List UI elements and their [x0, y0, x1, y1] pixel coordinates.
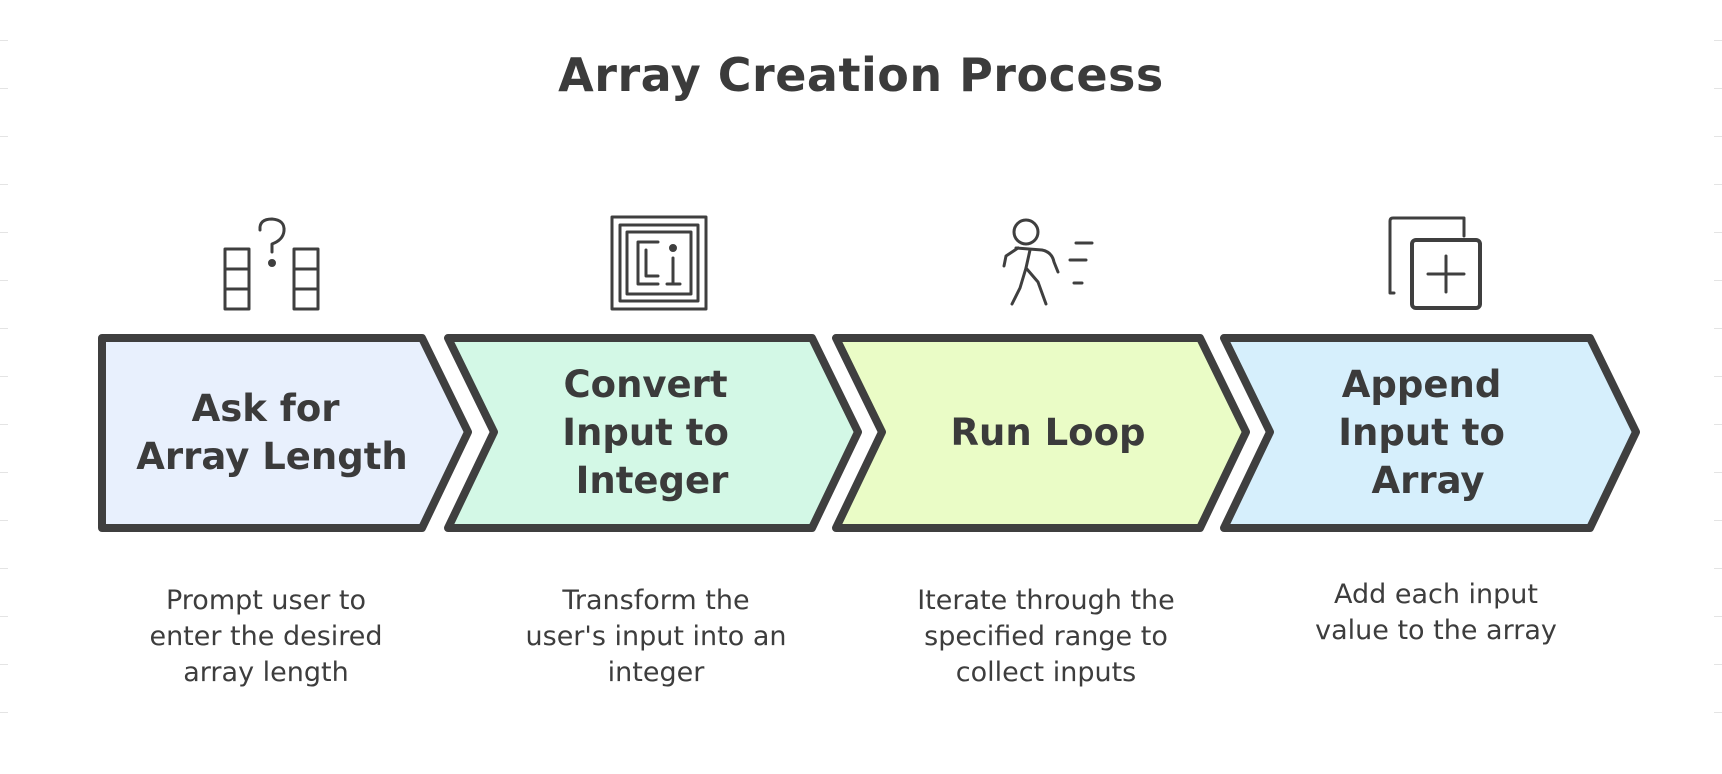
- step-4-label-line: Array: [1371, 459, 1484, 502]
- step-4-chevron: Append Input to Array: [1220, 334, 1640, 532]
- step-1-label: Ask for Array Length: [136, 387, 407, 478]
- step-3-description-line: specified range to: [924, 621, 1168, 652]
- step-1-chevron: Ask for Array Length: [98, 334, 472, 532]
- running-person-icon: [1002, 218, 1094, 306]
- step-1-description-line: Prompt user to: [165, 585, 367, 616]
- step-2-label: Convert Input to Integer: [562, 363, 742, 502]
- step-2-description: Transform the user's input into an integ…: [496, 583, 816, 691]
- right-margin-marks: [1714, 0, 1722, 774]
- step-3-chevron: Run Loop: [832, 334, 1250, 532]
- step-1-label-line: Array Length: [136, 435, 407, 478]
- step-1-description-line: enter the desired: [149, 621, 383, 652]
- step-4-description-line: value to the array: [1315, 615, 1557, 646]
- step-4-label: Append Input to Array: [1338, 363, 1518, 502]
- step-2-description-line: integer: [607, 657, 705, 688]
- array-question-icon: [223, 217, 320, 311]
- step-4-label-line: Append: [1342, 363, 1502, 406]
- step-2-description-line: Transform the: [562, 585, 750, 616]
- step-1-description: Prompt user to enter the desired array l…: [106, 583, 426, 691]
- left-margin-marks: [0, 0, 8, 774]
- ci-chip-icon: [610, 215, 708, 311]
- step-3-label-line: Run Loop: [951, 411, 1146, 454]
- step-2-chevron: Convert Input to Integer: [444, 334, 862, 532]
- page-title: Array Creation Process: [558, 48, 1164, 102]
- step-3-description: Iterate through the specified range to c…: [886, 583, 1206, 691]
- step-4-description: Add each input value to the array: [1276, 577, 1596, 649]
- step-2-label-line: Input to: [562, 411, 729, 454]
- step-3-description-line: Iterate through the: [917, 585, 1175, 616]
- step-2-label-line: Integer: [576, 459, 729, 502]
- step-4-description-line: Add each input: [1333, 579, 1538, 610]
- step-3-description-line: collect inputs: [955, 657, 1137, 688]
- step-2-label-line: Convert: [564, 363, 728, 406]
- step-1-description-line: array length: [183, 657, 349, 688]
- step-1-label-line: Ask for: [192, 387, 341, 430]
- add-square-icon: [1388, 216, 1482, 310]
- step-3-label: Run Loop: [951, 411, 1146, 454]
- step-2-description-line: user's input into an: [525, 621, 787, 652]
- step-4-label-line: Input to: [1338, 411, 1505, 454]
